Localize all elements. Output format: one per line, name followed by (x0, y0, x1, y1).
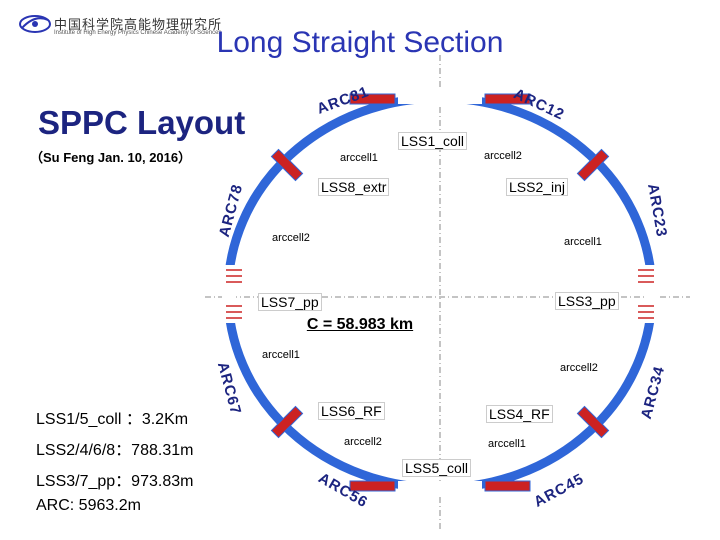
arccell-label: arccell2 (484, 150, 522, 162)
lss7-gap (222, 265, 236, 323)
logo-emblem-icon (19, 15, 51, 33)
lss8-label: LSS8_extr (318, 178, 390, 196)
arccell-label: arccell1 (262, 349, 300, 361)
arccell-label: arccell2 (344, 436, 382, 448)
lss7-ticks (226, 269, 242, 319)
institute-logo (18, 12, 218, 42)
arccell-label: arccell1 (488, 438, 526, 450)
param-arc: ARC: 5963.2m (36, 497, 141, 514)
magnet-block (576, 405, 610, 439)
arccell-label: arccell2 (560, 362, 598, 374)
param-lss2468: LSS2/4/6/8：788.31m (36, 442, 194, 459)
magnet-block (349, 93, 396, 105)
lss3-ticks (638, 269, 654, 319)
param-lss15: LSS1/5_coll ：3.2Km (36, 411, 189, 428)
circumference-label: C = 58.983 km (306, 316, 414, 333)
magnet-block (576, 148, 610, 182)
lss5-gap (398, 481, 482, 495)
lss4-label: LSS4_RF (486, 405, 553, 423)
lss5-label: LSS5_coll (402, 459, 472, 477)
lss2-label: LSS2_inj (506, 178, 569, 196)
layout-title: SPPC Layout (38, 104, 246, 141)
magnet-block (270, 148, 304, 182)
credit-line: （Su Feng Jan. 10, 2016） (30, 150, 192, 165)
magnet-block (349, 480, 396, 492)
lss1-gap (398, 90, 482, 104)
page-title: Long Straight Section (216, 26, 504, 59)
magnet-block (270, 405, 304, 439)
lss3-gap (644, 265, 658, 323)
logo-chinese-name: 中国科学院高能物理研究所 (54, 18, 223, 33)
magnet-block (484, 480, 531, 492)
lss6-label: LSS6_RF (318, 402, 385, 420)
arccell-label: arccell1 (340, 152, 378, 164)
magnet-block (484, 93, 531, 105)
lss1-label: LSS1_coll (398, 132, 468, 150)
lss3-label: LSS3_pp (555, 292, 619, 310)
arccell-label: arccell2 (272, 232, 310, 244)
param-lss37: LSS3/7_pp：973.83m (36, 473, 194, 490)
lss7-label: LSS7_pp (258, 293, 322, 311)
logo-english-name: Institute of High Energy Physics Chinese… (54, 30, 222, 36)
arccell-label: arccell1 (564, 236, 602, 248)
